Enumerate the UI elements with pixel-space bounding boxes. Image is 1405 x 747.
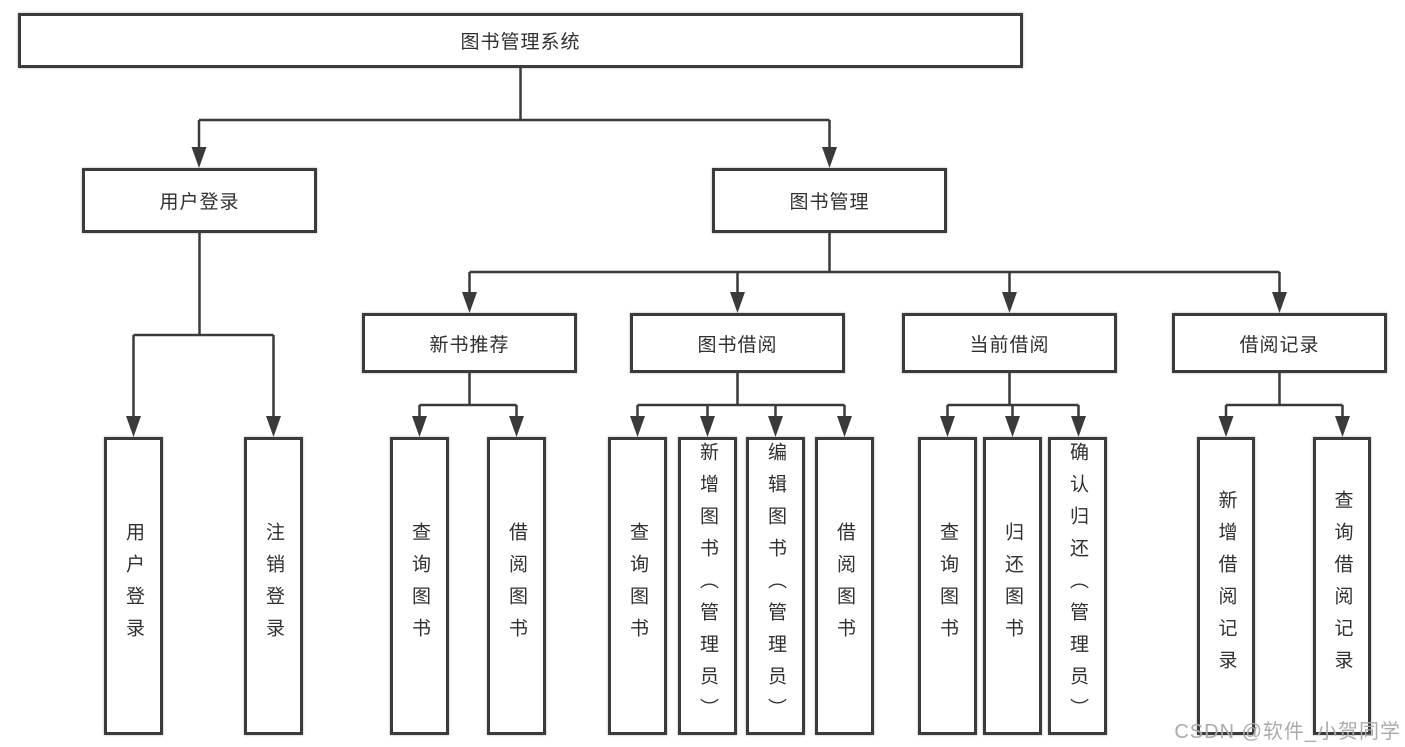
connector-borrow-to-leaves (636, 373, 846, 420)
arrowheads (126, 147, 1350, 437)
node-user-login-label: 用户登录 (159, 192, 240, 213)
leaf-borrow-query-books: 查询图书 (608, 437, 667, 735)
connector-mgmt-to-level3 (468, 233, 1281, 296)
leaf-borrow-add-books-admin-label: 新增图书（管理员） (697, 442, 718, 730)
node-book-management-label: 图书管理 (789, 192, 870, 213)
leaf-recommend-query-books-label: 查询图书 (409, 522, 430, 650)
leaf-borrow-borrow-books: 借阅图书 (815, 437, 874, 735)
leaf-current-confirm-return-admin-label: 确认归还（管理员） (1067, 442, 1088, 730)
node-borrow-records: 借阅记录 (1172, 313, 1387, 373)
leaf-current-query-books-label: 查询图书 (937, 522, 958, 650)
connector-recommend-to-leaves (418, 373, 518, 420)
leaf-records-query-record: 查询借阅记录 (1313, 437, 1371, 735)
leaf-borrow-edit-books-admin-label: 编辑图书（管理员） (765, 442, 786, 730)
leaf-borrow-borrow-books-label: 借阅图书 (834, 522, 855, 650)
connector-root-to-level2 (197, 68, 831, 151)
leaf-current-confirm-return-admin: 确认归还（管理员） (1048, 437, 1107, 735)
leaf-borrow-add-books-admin: 新增图书（管理员） (678, 437, 737, 735)
leaf-current-query-books: 查询图书 (918, 437, 977, 735)
leaf-current-return-books-label: 归还图书 (1002, 522, 1023, 650)
node-book-borrow: 图书借阅 (630, 313, 845, 373)
leaf-user-login: 用户登录 (104, 437, 163, 735)
leaf-logout: 注销登录 (244, 437, 303, 735)
leaf-recommend-query-books: 查询图书 (390, 437, 449, 735)
leaf-borrow-query-books-label: 查询图书 (627, 522, 648, 650)
leaf-recommend-borrow-books: 借阅图书 (487, 437, 546, 735)
leaf-records-query-record-label: 查询借阅记录 (1331, 490, 1353, 682)
connector-login-to-leaves (132, 233, 275, 420)
node-book-management: 图书管理 (712, 168, 947, 233)
leaf-logout-label: 注销登录 (263, 522, 284, 650)
leaf-recommend-borrow-books-label: 借阅图书 (506, 522, 527, 650)
node-new-book-recommend: 新书推荐 (362, 313, 577, 373)
connector-current-to-leaves (946, 373, 1080, 420)
leaf-records-add-record-label: 新增借阅记录 (1215, 490, 1237, 682)
node-current-borrow: 当前借阅 (902, 313, 1117, 373)
node-user-login: 用户登录 (82, 168, 317, 233)
node-current-borrow-label: 当前借阅 (969, 334, 1050, 356)
leaf-current-return-books: 归还图书 (983, 437, 1042, 735)
node-root-label: 图书管理系统 (460, 32, 581, 53)
leaf-records-add-record: 新增借阅记录 (1197, 437, 1255, 735)
node-new-book-recommend-label: 新书推荐 (429, 334, 510, 356)
leaf-borrow-edit-books-admin: 编辑图书（管理员） (746, 437, 805, 735)
node-book-borrow-label: 图书借阅 (697, 334, 778, 356)
leaf-user-login-label: 用户登录 (123, 522, 144, 650)
node-root: 图书管理系统 (18, 13, 1023, 68)
watermark: CSDN @软件_小贺同学 (1174, 721, 1401, 743)
node-borrow-records-label: 借阅记录 (1239, 334, 1320, 356)
connector-records-to-leaves (1224, 373, 1344, 420)
